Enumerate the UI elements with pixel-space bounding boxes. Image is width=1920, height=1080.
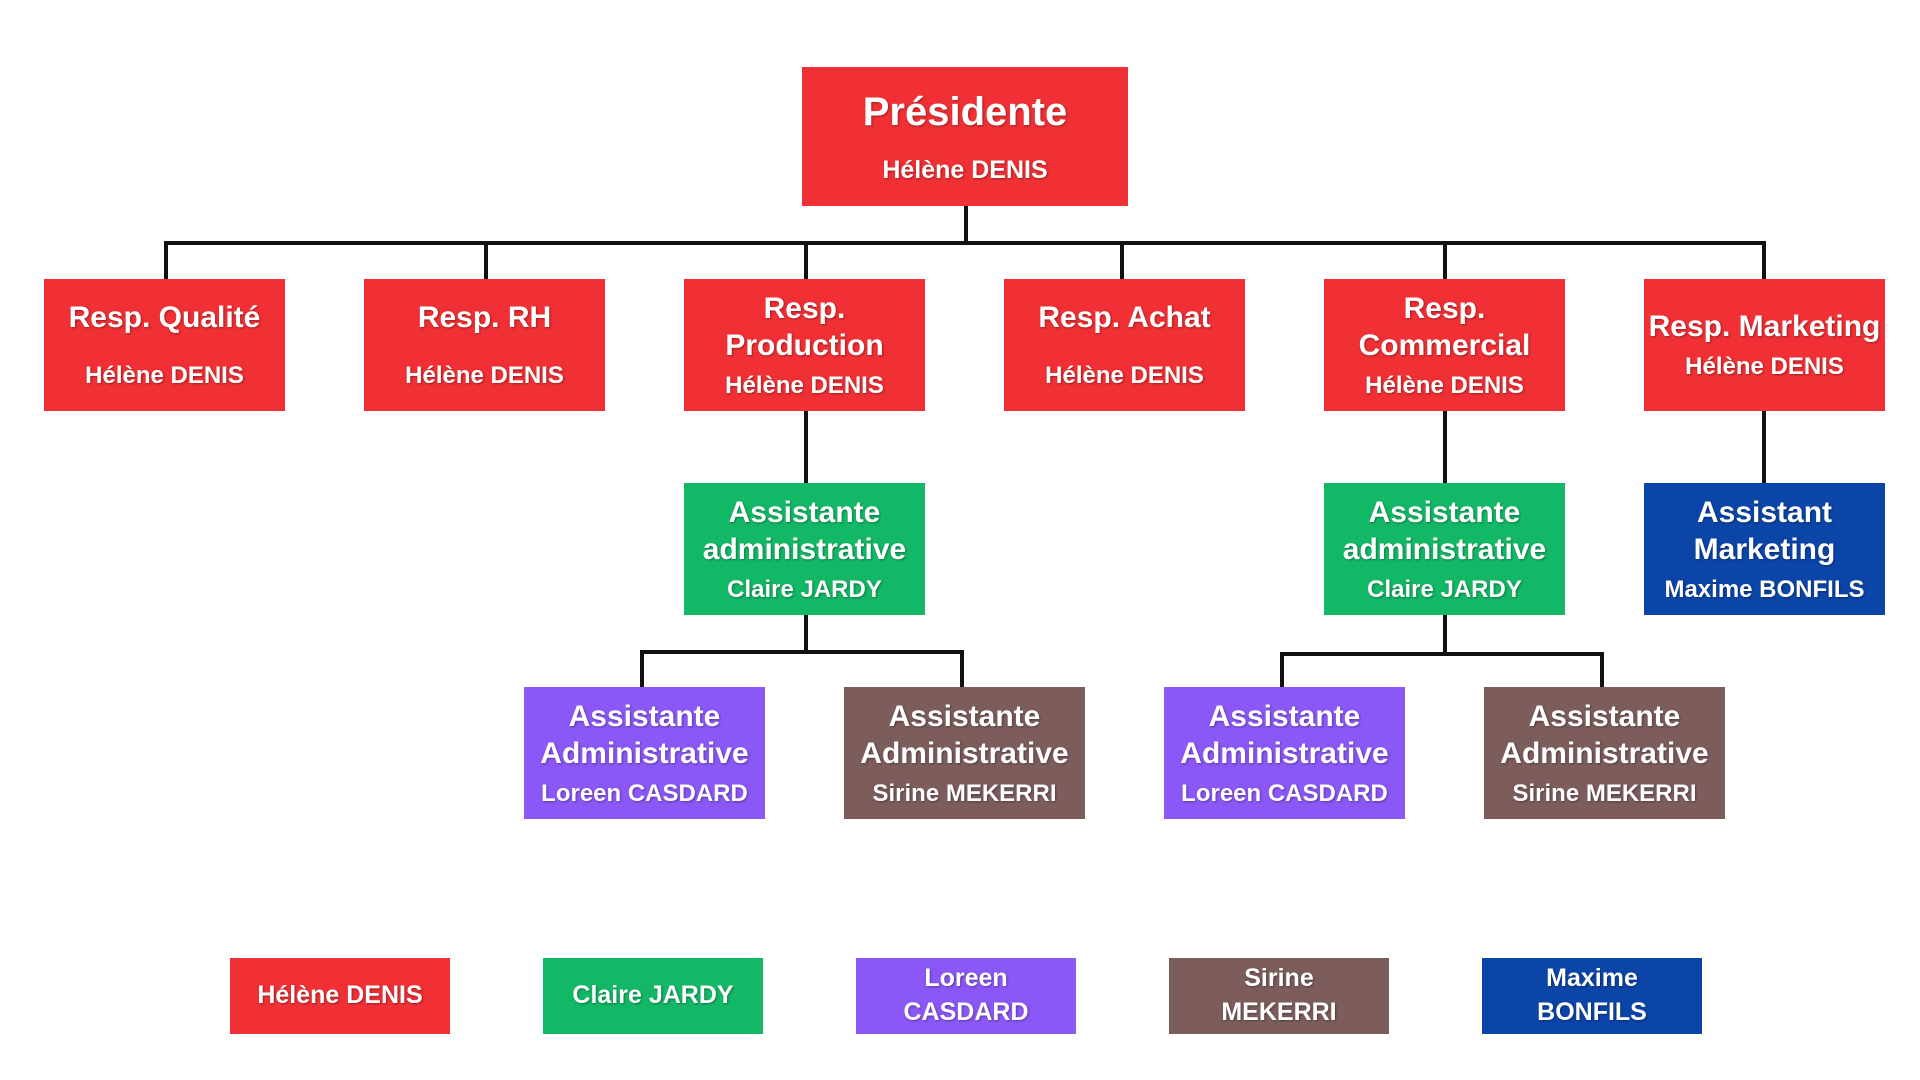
- node-name: Maxime BONFILS: [1664, 575, 1865, 603]
- node-name: Loreen CASDARD: [1181, 779, 1388, 807]
- node-name: Hélène DENIS: [85, 361, 244, 389]
- node-name: Sirine MEKERRI: [1512, 779, 1697, 807]
- legend-item-helene: Hélène DENIS: [230, 958, 450, 1034]
- node-role: Assistante administrative: [1342, 495, 1547, 567]
- node-resp-marketing: Resp. Marketing Hélène DENIS: [1644, 279, 1885, 411]
- node-role: Resp. Commercial: [1358, 291, 1531, 363]
- node-role: Assistante Administrative: [540, 699, 749, 771]
- node-name: Loreen CASDARD: [541, 779, 748, 807]
- node-production-admin-loreen: Assistante Administrative Loreen CASDARD: [524, 687, 765, 819]
- node-name: Claire JARDY: [1367, 575, 1522, 603]
- node-commercial-assistant: Assistante administrative Claire JARDY: [1324, 483, 1565, 615]
- node-role: Assistante Administrative: [1180, 699, 1389, 771]
- node-resp-rh: Resp. RH Hélène DENIS: [364, 279, 605, 411]
- node-name: Hélène DENIS: [405, 361, 564, 389]
- node-resp-commercial: Resp. Commercial Hélène DENIS: [1324, 279, 1565, 411]
- node-name: Hélène DENIS: [1685, 352, 1844, 380]
- legend-item-sirine: Sirine MEKERRI: [1169, 958, 1389, 1034]
- node-name: Hélène DENIS: [1045, 361, 1204, 389]
- node-role: Resp. Marketing: [1648, 310, 1881, 344]
- node-resp-qualite: Resp. Qualité Hélène DENIS: [44, 279, 285, 411]
- node-name: Hélène DENIS: [725, 371, 884, 399]
- node-role: Resp. Achat: [1038, 301, 1211, 335]
- node-production-assistant: Assistante administrative Claire JARDY: [684, 483, 925, 615]
- node-marketing-assistant: Assistant Marketing Maxime BONFILS: [1644, 483, 1885, 615]
- node-role: Assistante administrative: [702, 495, 907, 567]
- node-role: Resp. RH: [417, 301, 552, 335]
- legend-item-maxime: Maxime BONFILS: [1482, 958, 1702, 1034]
- node-resp-achat: Resp. Achat Hélène DENIS: [1004, 279, 1245, 411]
- node-production-admin-sirine: Assistante Administrative Sirine MEKERRI: [844, 687, 1085, 819]
- node-role: Assistante Administrative: [860, 699, 1069, 771]
- node-name: Hélène DENIS: [1365, 371, 1524, 399]
- node-name: Claire JARDY: [727, 575, 882, 603]
- node-name: Sirine MEKERRI: [872, 779, 1057, 807]
- node-commercial-admin-loreen: Assistante Administrative Loreen CASDARD: [1164, 687, 1405, 819]
- node-resp-production: Resp. Production Hélène DENIS: [684, 279, 925, 411]
- node-name: Hélène DENIS: [882, 155, 1048, 184]
- node-role: Assistant Marketing: [1693, 495, 1836, 567]
- legend-item-loreen: Loreen CASDARD: [856, 958, 1076, 1034]
- node-president: Présidente Hélène DENIS: [802, 67, 1128, 206]
- node-commercial-admin-sirine: Assistante Administrative Sirine MEKERRI: [1484, 687, 1725, 819]
- node-role: Resp. Qualité: [68, 301, 261, 335]
- node-role: Présidente: [862, 89, 1068, 134]
- node-role: Assistante Administrative: [1500, 699, 1709, 771]
- legend-item-claire: Claire JARDY: [543, 958, 763, 1034]
- node-role: Resp. Production: [725, 291, 884, 363]
